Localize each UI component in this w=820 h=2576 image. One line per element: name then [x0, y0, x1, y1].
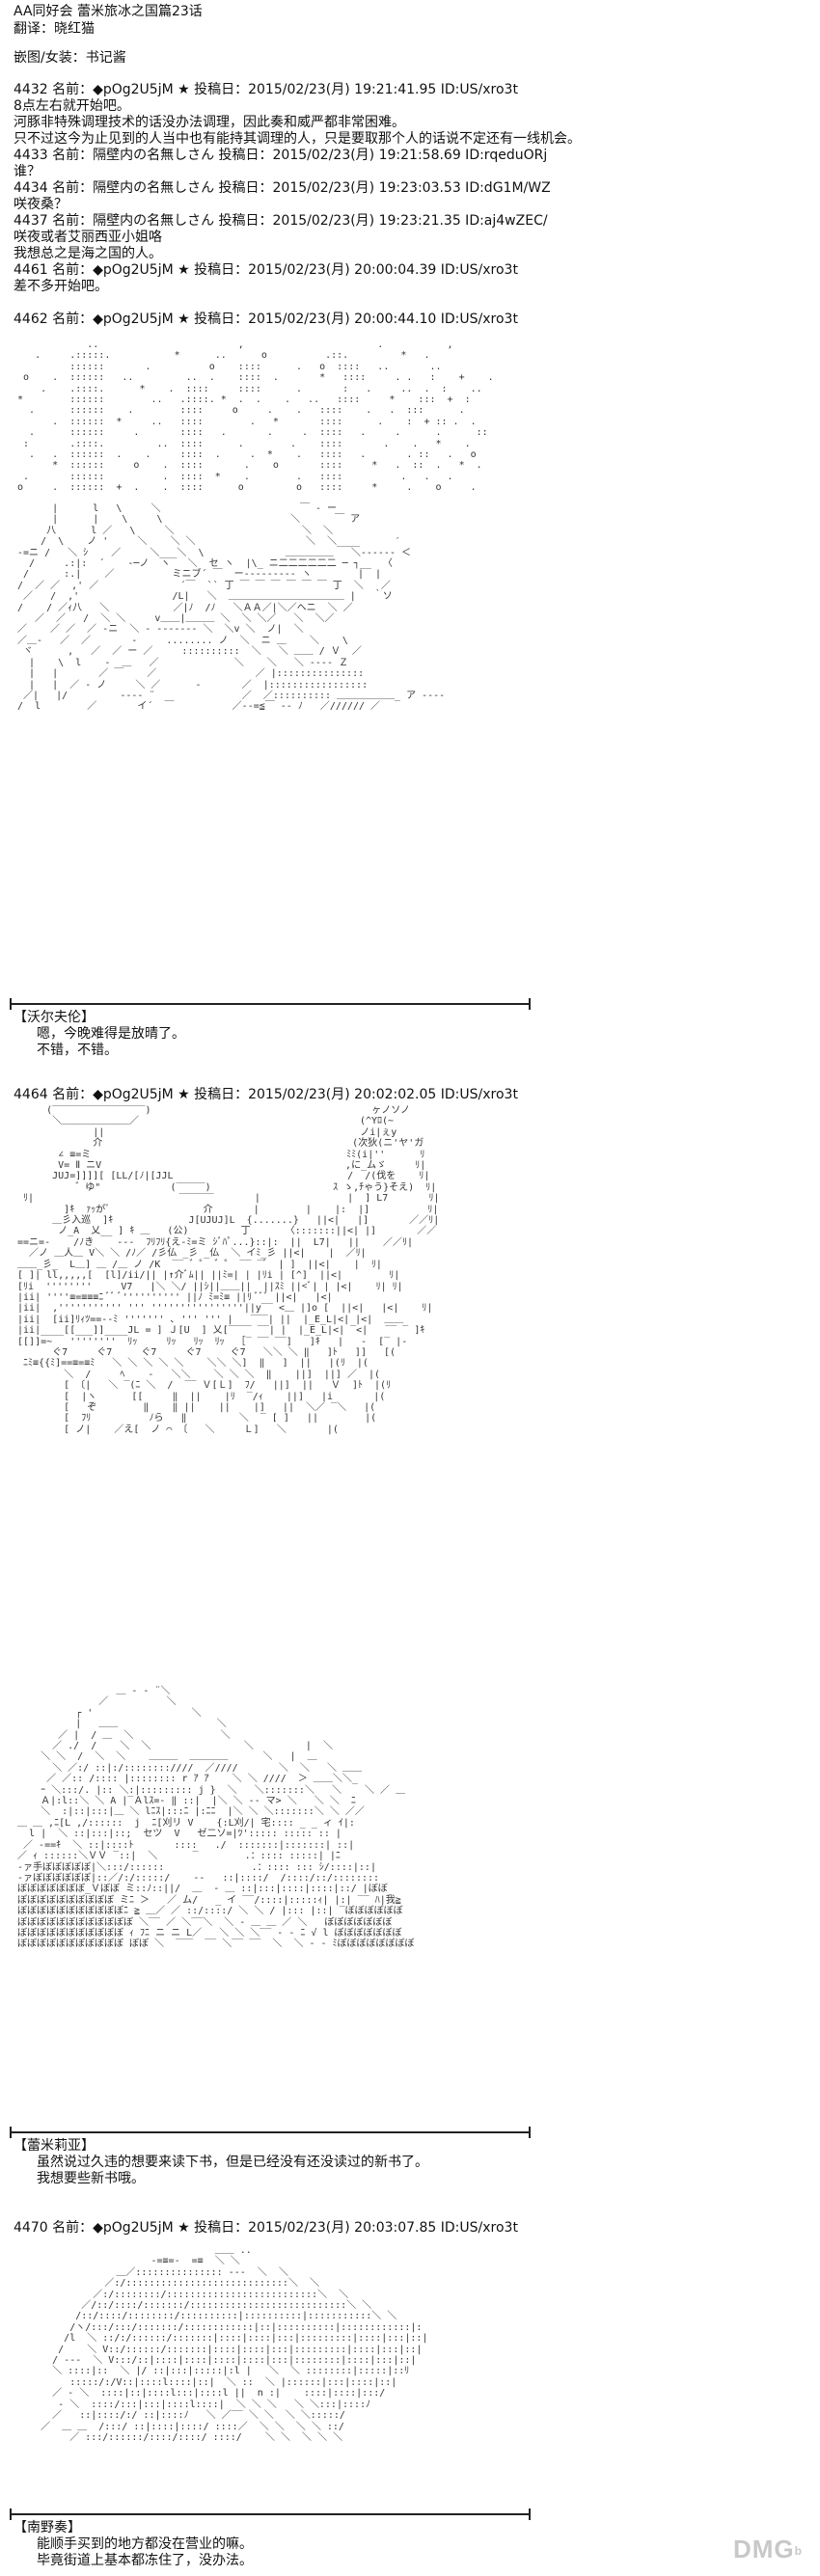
post-header: 4470 名前：◆pOg2U5jM ★ 投稿日：2015/02/23(月) 20… — [14, 2220, 518, 2236]
ascii-art-study-room: (‾‾‾‾‾‾‾‾‾‾‾‾‾‾‾‾) ヶノソノ ＼＿＿＿＿＿＿＿／ (^Yﾛ(~… — [17, 1105, 440, 1435]
scene-divider — [10, 2508, 531, 2520]
speaker-name: 【南野奏】 — [14, 2520, 81, 2535]
post-header: 4464 名前：◆pOg2U5jM ★ 投稿日：2015/02/23(月) 20… — [14, 1087, 518, 1102]
post-text: 我想总之是海之国的人。 — [14, 246, 162, 261]
dialog-line: 毕竟街道上基本都冻住了，没办法。 — [37, 2553, 253, 2568]
post-text: 8点左右就开始吧。 — [14, 98, 130, 114]
post-header: 4462 名前：◆pOg2U5jM ★ 投稿日：2015/02/23(月) 20… — [14, 312, 518, 327]
dialog-line: 我想要些新书哦。 — [37, 2171, 145, 2186]
dialog-line: 虽然说过久违的想要来读下书，但是已经没有还没读过的新书了。 — [37, 2155, 428, 2170]
post-text: 咲夜或者艾丽西亚小姐咯 — [14, 230, 162, 245]
post-header: 4433 名前：隔壁内の名無しさん 投稿日：2015/02/23(月) 19:2… — [14, 148, 548, 163]
speaker-name: 【沃尔夫伦】 — [14, 1010, 95, 1025]
editor-credit: 嵌图/女装：书记酱 — [14, 50, 126, 66]
ascii-art-rooftop: | l \ ＼ ￣ ‐ ー | | \ \ ＼ ￣ ア 八 l ／ \ ＼ ＼ … — [17, 503, 446, 713]
translator-credit: 翻译：晓红猫 — [14, 21, 95, 37]
post-text: 差不多开始吧。 — [14, 279, 108, 294]
post-text: 只不过这今为止见到的人当中也有能持其调理的人，只是要取那个人的话说不定还有一线机… — [14, 131, 581, 147]
post-header: 4432 名前：◆pOg2U5jM ★ 投稿日：2015/02/23(月) 19… — [14, 82, 518, 97]
post-text: 河豚非特殊调理技术的话没办法调理，因此奏和威严都非常困难。 — [14, 115, 405, 130]
dialog-line: 嗯，今晚难得是放晴了。 — [37, 1026, 185, 1042]
post-header: 4461 名前：◆pOg2U5jM ★ 投稿日：2015/02/23(月) 20… — [14, 262, 518, 278]
ascii-art-night-sky: .. , . , . .:::::. * .. o .::. * . :::::… — [17, 339, 494, 494]
scene-divider — [10, 998, 531, 1010]
speaker-name: 【蕾米莉亚】 — [14, 2138, 95, 2154]
post-header: 4437 名前：隔壁内の名無しさん 投稿日：2015/02/23(月) 19:2… — [14, 213, 548, 229]
post-text: 咲夜桑？ — [14, 197, 68, 212]
site-watermark: DMGb — [732, 2535, 803, 2563]
dialog-line: 不错，不错。 — [37, 1043, 118, 1058]
post-text: 谁？ — [14, 164, 41, 179]
scene-divider — [10, 2127, 531, 2138]
dialog-line: 能顺手买到的地方都没在营业的嘛。 — [37, 2536, 253, 2552]
page-title: AA同好会 蕾米旅冰之国篇23话 — [14, 4, 203, 19]
ascii-art-bookshelf: ＿ ‐ ‐ ¨＼ ／ ＼ ┌ ' ＼ | ＿＿ ＼ ／ | / ＿ ＼ ＼ ／ … — [17, 1686, 415, 1950]
ascii-art-bowed-character: ＿＿ .. ‐=≡=‐ =≡ ＼ ＼ ＿／::::::::::::::: ‐‐‐… — [41, 2245, 428, 2443]
post-header: 4434 名前：隔壁内の名無しさん 投稿日：2015/02/23(月) 19:2… — [14, 180, 551, 196]
